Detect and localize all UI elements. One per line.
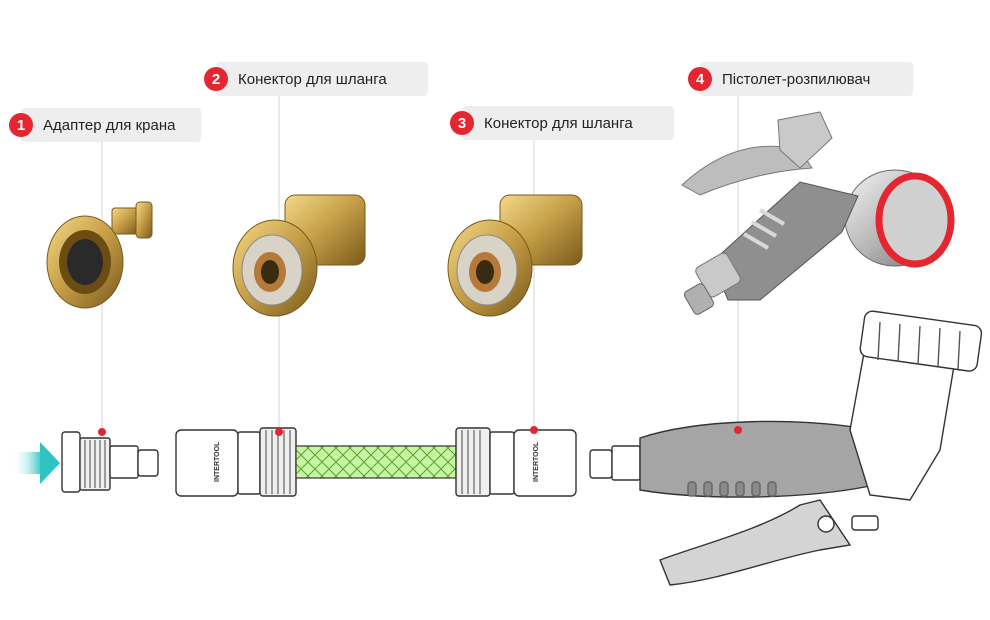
callout-number-1: 1: [9, 113, 33, 137]
brand-label-2: INTERTOOL: [533, 441, 540, 482]
tap-adapter-photo: [46, 201, 153, 309]
callout-label-3: Конектор для шланга: [484, 114, 633, 132]
callout-number-4: 4: [688, 67, 712, 91]
callout-4: 4 Пістолет-розпилювач: [688, 62, 913, 96]
brand-label-1: INTERTOOL: [214, 441, 221, 482]
water-flow-arrow: [12, 442, 60, 484]
callout-label-1: Адаптер для крана: [43, 116, 176, 134]
hose-connector-outline-1: [175, 427, 297, 497]
point-1: [98, 428, 106, 436]
callout-2: 2 Конектор для шланга: [204, 62, 428, 96]
tap-adapter-outline: [61, 431, 159, 493]
callout-label-4: Пістолет-розпилювач: [722, 70, 871, 88]
spray-gun-outline: [589, 310, 983, 586]
connection-points: [98, 426, 742, 436]
callout-3: 3 Конектор для шланга: [450, 106, 674, 140]
hose-connector-outline-2: [455, 427, 577, 497]
hose-connector-photo-2: [447, 194, 583, 317]
point-2: [275, 428, 283, 436]
hose-connector-photo-1: [232, 194, 366, 317]
callout-number-3: 3: [450, 111, 474, 135]
callout-1: 1 Адаптер для крана: [9, 108, 201, 142]
leader-lines: [101, 96, 739, 432]
hose-section: [295, 445, 457, 479]
point-4: [734, 426, 742, 434]
spray-gun-photo: [681, 111, 955, 315]
callout-label-2: Конектор для шланга: [238, 70, 387, 88]
callout-number-2: 2: [204, 67, 228, 91]
point-3: [530, 426, 538, 434]
